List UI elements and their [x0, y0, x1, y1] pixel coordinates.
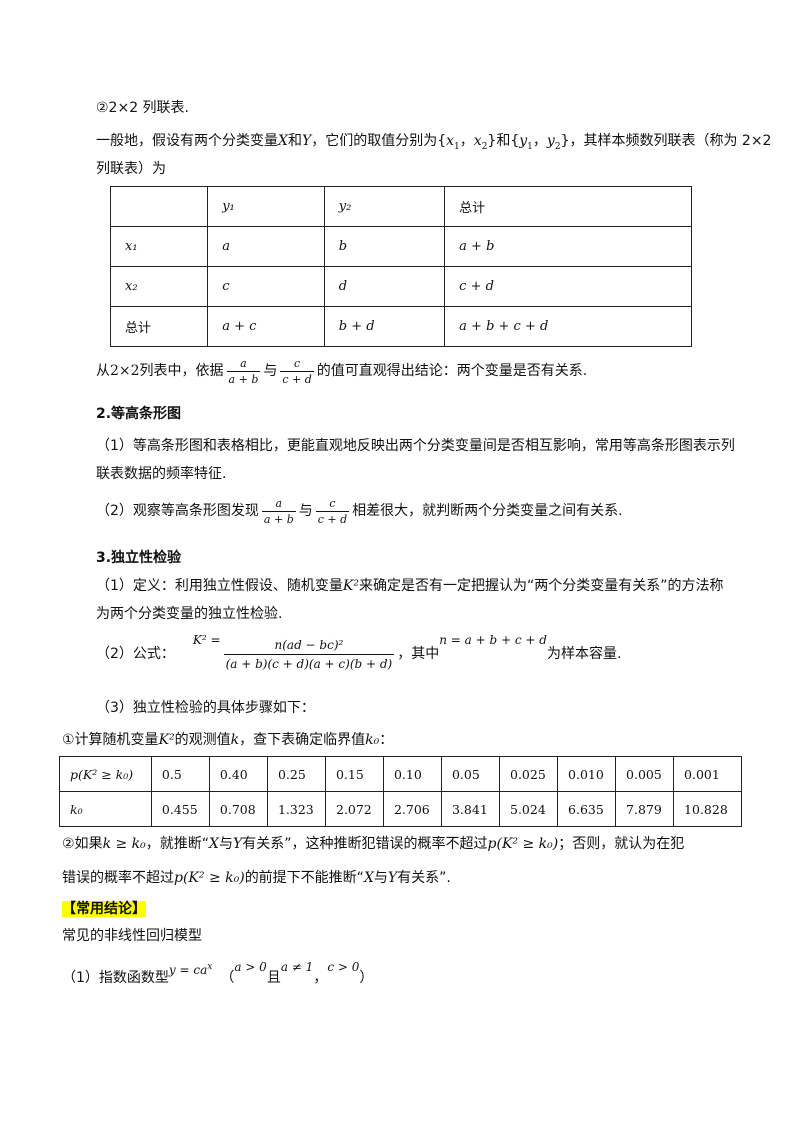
common-conclusion-title: 【常用结论】 — [62, 901, 146, 917]
table-row: p(K² ≥ k₀) 0.5 0.40 0.25 0.15 0.10 0.05 … — [59, 756, 742, 792]
step-1: ①计算随机变量K²的观测值k，查下表确定临界值k₀： — [62, 732, 394, 748]
table-row: y₁ y₂ 总计 — [109, 186, 692, 227]
formula-line: （2）公式：K² =n(ad − bc)²(a + b)(c + d)(a + … — [96, 633, 622, 671]
critical-value-table: p(K² ≥ k₀) 0.5 0.40 0.25 0.15 0.10 0.05 … — [59, 756, 742, 827]
table-row: 总计 a + c b + d a + b + c + d — [109, 306, 692, 347]
section-3-title: 3.独立性检验 — [96, 550, 182, 566]
k-squared-formula: n(ad − bc)²(a + b)(c + d)(a + c)(b + d) — [223, 637, 395, 671]
intro-line-2: 列联表）为 — [96, 161, 166, 177]
exponential-model: （1）指数函数型y = cax（a > 0且a ≠ 1，c > 0） — [62, 960, 374, 986]
step-2-line-2: 错误的概率不超过p(K² ≥ k₀)的前提下不能推断“X与Y有关系”. — [62, 870, 451, 886]
section-2-title: 2.等高条形图 — [96, 406, 182, 422]
nonlinear-title: 常见的非线性回归模型 — [62, 928, 202, 944]
definition-line-1: （1）定义：利用独立性假设、随机变量K²来确定是否有一定把握认为“两个分类变量有… — [96, 578, 724, 594]
heading-2x2: ②2×2 列联表. — [96, 100, 189, 116]
definition-line-2: 为两个分类变量的独立性检验. — [96, 606, 283, 622]
table-row: k₀ 0.455 0.708 1.323 2.072 2.706 3.841 5… — [59, 791, 742, 827]
table-row: x₁ a b a + b — [109, 226, 692, 267]
contingency-table: y₁ y₂ 总计 x₁ a b a + b x₂ c d c + d 总计 a … — [109, 186, 692, 347]
table-row: x₂ c d c + d — [109, 266, 692, 307]
step-2-line-1: ②如果k ≥ k₀，就推断“X与Y有关系”，这种推断犯错误的概率不超过p(K² … — [62, 836, 685, 852]
section-2-para-1-line-2: 联表数据的频率特征. — [96, 466, 227, 482]
steps-title: （3）独立性检验的具体步骤如下： — [96, 700, 315, 716]
intro-line-1: 一般地，假设有两个分类变量X和Y，它们的取值分别为{x1，x2}和{y1，y2}… — [96, 133, 772, 152]
section-2-para-1-line-1: （1）等高条形图和表格相比，更能直观地反映出两个分类变量间是否相互影响，常用等高… — [96, 438, 735, 454]
